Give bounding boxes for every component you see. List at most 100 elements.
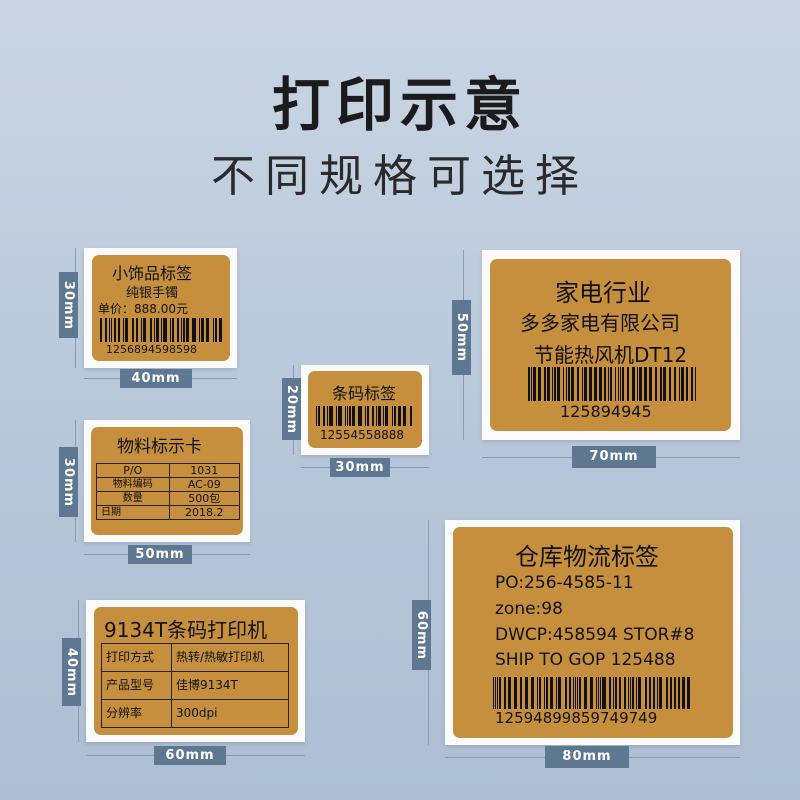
- barcode-bar: [376, 406, 378, 426]
- barcode-bar: [554, 367, 556, 401]
- barcode-bar: [568, 677, 571, 709]
- barcode-bar: [682, 367, 685, 401]
- barcode-bar: [537, 677, 539, 709]
- barcode-bar: [636, 677, 638, 709]
- table-cell: 打印方式: [101, 643, 172, 672]
- barcode-bar: [621, 367, 625, 401]
- page-subtitle: 不同规格可选择: [211, 151, 589, 202]
- barcode-bar: [685, 367, 689, 401]
- barcode-bar: [659, 367, 662, 401]
- barcode-bar: [402, 406, 407, 426]
- barcode-bar: [619, 367, 621, 401]
- barcode-bar: [588, 367, 590, 401]
- printer-label-title: 9134T条码打印机: [104, 618, 268, 642]
- barcode-bar: [682, 677, 685, 709]
- barcode-bar: [631, 677, 635, 709]
- barcode-bar: [556, 677, 558, 709]
- table-cell: 分辨率: [101, 699, 172, 728]
- barcode-bar: [571, 367, 574, 401]
- barcode-bar: [552, 367, 554, 401]
- barcode-label: 条码标签 12554558888: [308, 371, 422, 448]
- barcode-bar: [118, 318, 121, 342]
- barcode-bar: [493, 677, 495, 709]
- barcode-bar: [678, 677, 681, 709]
- barcode-bar: [528, 367, 530, 401]
- barcode-bar: [654, 367, 658, 401]
- barcode-bar: [602, 677, 606, 709]
- barcode-bar: [543, 367, 545, 401]
- barcode-bar: [219, 318, 222, 342]
- barcode-bar: [564, 677, 567, 709]
- barcode-bar: [573, 677, 575, 709]
- barcode-bar: [557, 367, 561, 401]
- barcode-bar: [131, 318, 134, 342]
- appliance-label-line2: 多多家电有限公司: [520, 311, 680, 335]
- barcode-bar: [100, 318, 103, 342]
- barcode-bar: [545, 677, 548, 709]
- barcode-bar: [398, 406, 401, 426]
- width-tag-30mm: 30mm: [330, 458, 390, 477]
- barcode-bar: [385, 406, 389, 426]
- barcode-bar: [358, 406, 362, 426]
- barcode-bar: [596, 677, 598, 709]
- appliance-barcode: [528, 367, 698, 401]
- barcode-bar: [533, 367, 536, 401]
- barcode-bar: [585, 367, 587, 401]
- table-row: 打印方式热转/热敏打印机: [101, 643, 289, 672]
- barcode-bar: [609, 367, 613, 401]
- barcode-bar: [199, 318, 201, 342]
- barcode-bar: [668, 367, 672, 401]
- barcode-bar: [499, 677, 502, 709]
- warehouse-line: zone:98: [495, 599, 563, 619]
- height-tag-30mm: 30mm: [59, 447, 78, 517]
- barcode-bar: [338, 406, 342, 426]
- barcode-bar: [558, 677, 562, 709]
- barcode-bar: [104, 318, 107, 342]
- barcode-bar: [322, 406, 325, 426]
- table-cell: 热转/热敏打印机: [171, 643, 289, 672]
- barcode-bar: [124, 318, 129, 342]
- barcode-bar: [673, 367, 677, 401]
- barcode-bar: [632, 367, 635, 401]
- barcode-bar: [329, 406, 333, 426]
- barcode-bar: [507, 677, 511, 709]
- barcode-bar: [160, 318, 162, 342]
- barcode-bar: [347, 406, 349, 426]
- barcode-bar: [618, 367, 620, 401]
- barcode-bar: [327, 406, 329, 426]
- barcode-bar: [136, 318, 139, 342]
- width-tag-60mm: 60mm: [154, 746, 226, 765]
- barcode-bar: [212, 318, 214, 342]
- jewelry-barcode: [100, 318, 224, 342]
- barcode-bar: [639, 367, 642, 401]
- barcode-bar: [626, 367, 630, 401]
- barcode-bar: [566, 367, 568, 401]
- barcode-bar: [214, 318, 218, 342]
- barcode-bar: [169, 318, 172, 342]
- barcode-bar: [619, 677, 622, 709]
- barcode-bar: [644, 677, 647, 709]
- warehouse-line: PO:256-4585-11: [495, 573, 634, 593]
- barcode-bar: [629, 677, 631, 709]
- barcode-bar: [663, 367, 666, 401]
- barcode-bar: [371, 406, 374, 426]
- barcode-bar: [613, 677, 615, 709]
- barcode-bar: [503, 677, 506, 709]
- warehouse-barcode: [493, 677, 693, 709]
- warehouse-label: 仓库物流标签 PO:256-4585-11 zone:98 DWCP:45859…: [453, 527, 733, 738]
- barcode-bar: [608, 677, 611, 709]
- warehouse-line: SHIP TO GOP 125488: [495, 650, 676, 670]
- barcode-bar: [575, 677, 577, 709]
- barcode-bar: [185, 318, 190, 342]
- barcode-bar: [653, 677, 656, 709]
- barcode-bar: [378, 406, 381, 426]
- barcode-bar: [109, 318, 111, 342]
- table-cell: 佳博9134T: [171, 671, 289, 700]
- barcode-bar: [205, 318, 210, 342]
- appliance-label-line3: 节能热风机DT12: [534, 343, 688, 367]
